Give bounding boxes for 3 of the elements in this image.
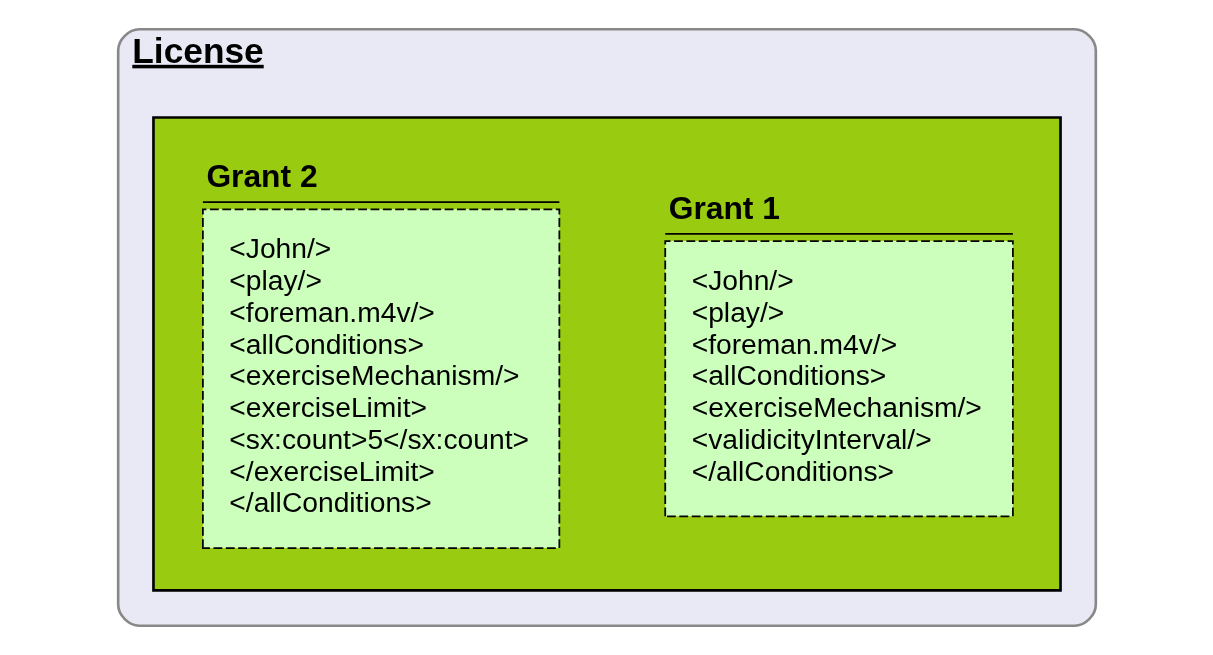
cluster bbox=[151, 116, 1062, 592]
node-label: Grant 2 bbox=[205, 158, 318, 195]
node-label: Grant 1 bbox=[668, 189, 780, 226]
